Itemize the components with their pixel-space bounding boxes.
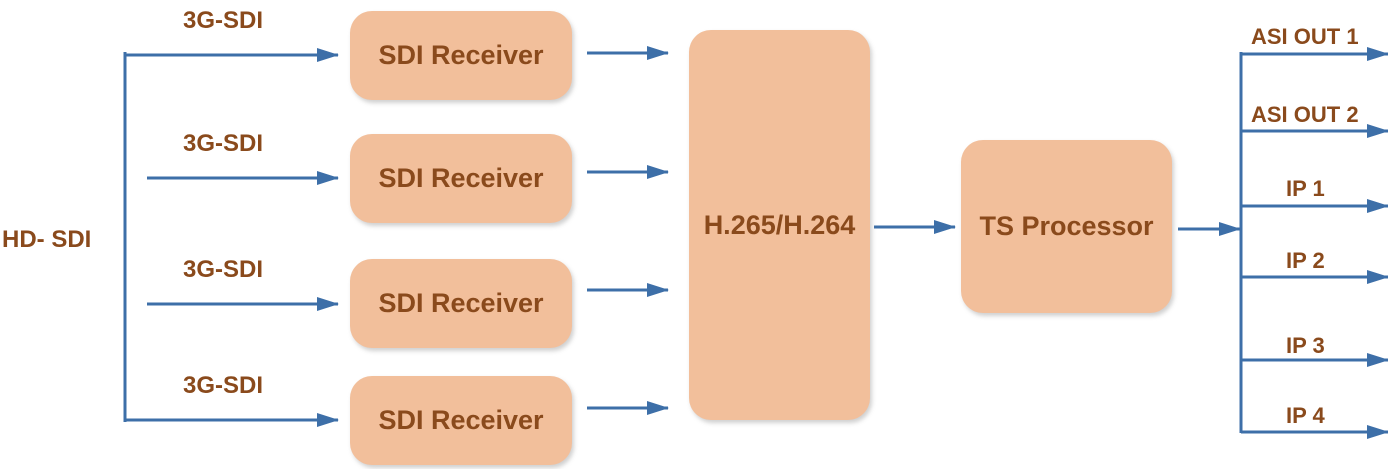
output-label-ip-1: IP 1 bbox=[1286, 176, 1325, 201]
sdi-receiver-3: SDI Receiver bbox=[350, 259, 572, 348]
sdi-receiver-3-label: SDI Receiver bbox=[378, 288, 544, 318]
sdi-receiver-1: SDI Receiver bbox=[350, 11, 572, 100]
encoder-label: H.265/H.264 bbox=[703, 209, 856, 240]
sdi-receiver-2: SDI Receiver bbox=[350, 134, 572, 223]
sdi-receiver-2-label: SDI Receiver bbox=[378, 163, 544, 193]
branch-label-1: 3G-SDI bbox=[183, 7, 264, 34]
output-label-ip-4: IP 4 bbox=[1286, 403, 1325, 428]
output-label-ip-3: IP 3 bbox=[1286, 333, 1325, 358]
sdi-receiver-4-label: SDI Receiver bbox=[378, 405, 544, 435]
output-label-asi-2: ASI OUT 2 bbox=[1251, 102, 1359, 127]
encoder-block: H.265/H.264 bbox=[689, 30, 870, 420]
branch-label-2: 3G-SDI bbox=[183, 130, 264, 157]
branch-label-4: 3G-SDI bbox=[183, 372, 264, 399]
output-label-asi-1: ASI OUT 1 bbox=[1251, 24, 1359, 49]
input-label: HD- SDI bbox=[2, 226, 92, 253]
ts-processor-label: TS Processor bbox=[979, 211, 1154, 241]
sdi-receiver-1-label: SDI Receiver bbox=[378, 40, 544, 70]
sdi-receiver-4: SDI Receiver bbox=[350, 376, 572, 465]
output-label-ip-2: IP 2 bbox=[1286, 248, 1325, 273]
ts-processor-block: TS Processor bbox=[961, 140, 1172, 313]
branch-label-3: 3G-SDI bbox=[183, 256, 264, 283]
